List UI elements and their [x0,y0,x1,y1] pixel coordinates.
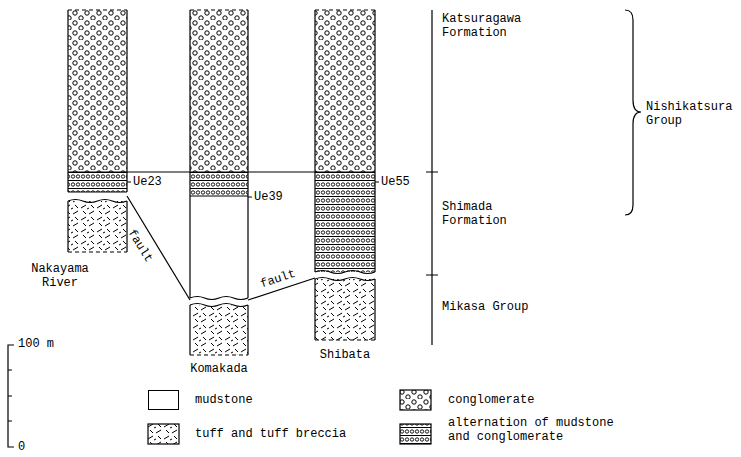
locality-label: Shibata [312,348,378,362]
legend-swatch [147,423,180,445]
sample-label: Ue55 [381,175,410,189]
legend-text: mudstone [195,393,375,407]
scale-label: 0 [18,440,25,454]
formation-label: Shimada Formation [442,200,552,228]
legend-swatch [399,423,432,445]
group-label: Mikasa Group [442,300,552,314]
fault-label: fault [259,267,298,291]
scale-label: 100 m [18,337,54,351]
locality-label: Komakada [182,362,256,376]
legend-text: alternation of mudstone and conglomerate [448,416,620,444]
locality-label: Nakayama River [15,262,105,290]
sample-label: Ue23 [133,175,162,189]
sample-label: Ue39 [254,190,283,204]
fault-label: fault [125,227,156,265]
group-label: Nishikatsura Group [646,100,736,128]
formation-label: Katsuragawa Formation [442,12,552,40]
legend-text: tuff and tuff breccia [195,427,385,441]
legend-swatch [399,389,432,411]
legend-text: conglomerate [448,393,628,407]
legend-swatch [148,390,179,410]
